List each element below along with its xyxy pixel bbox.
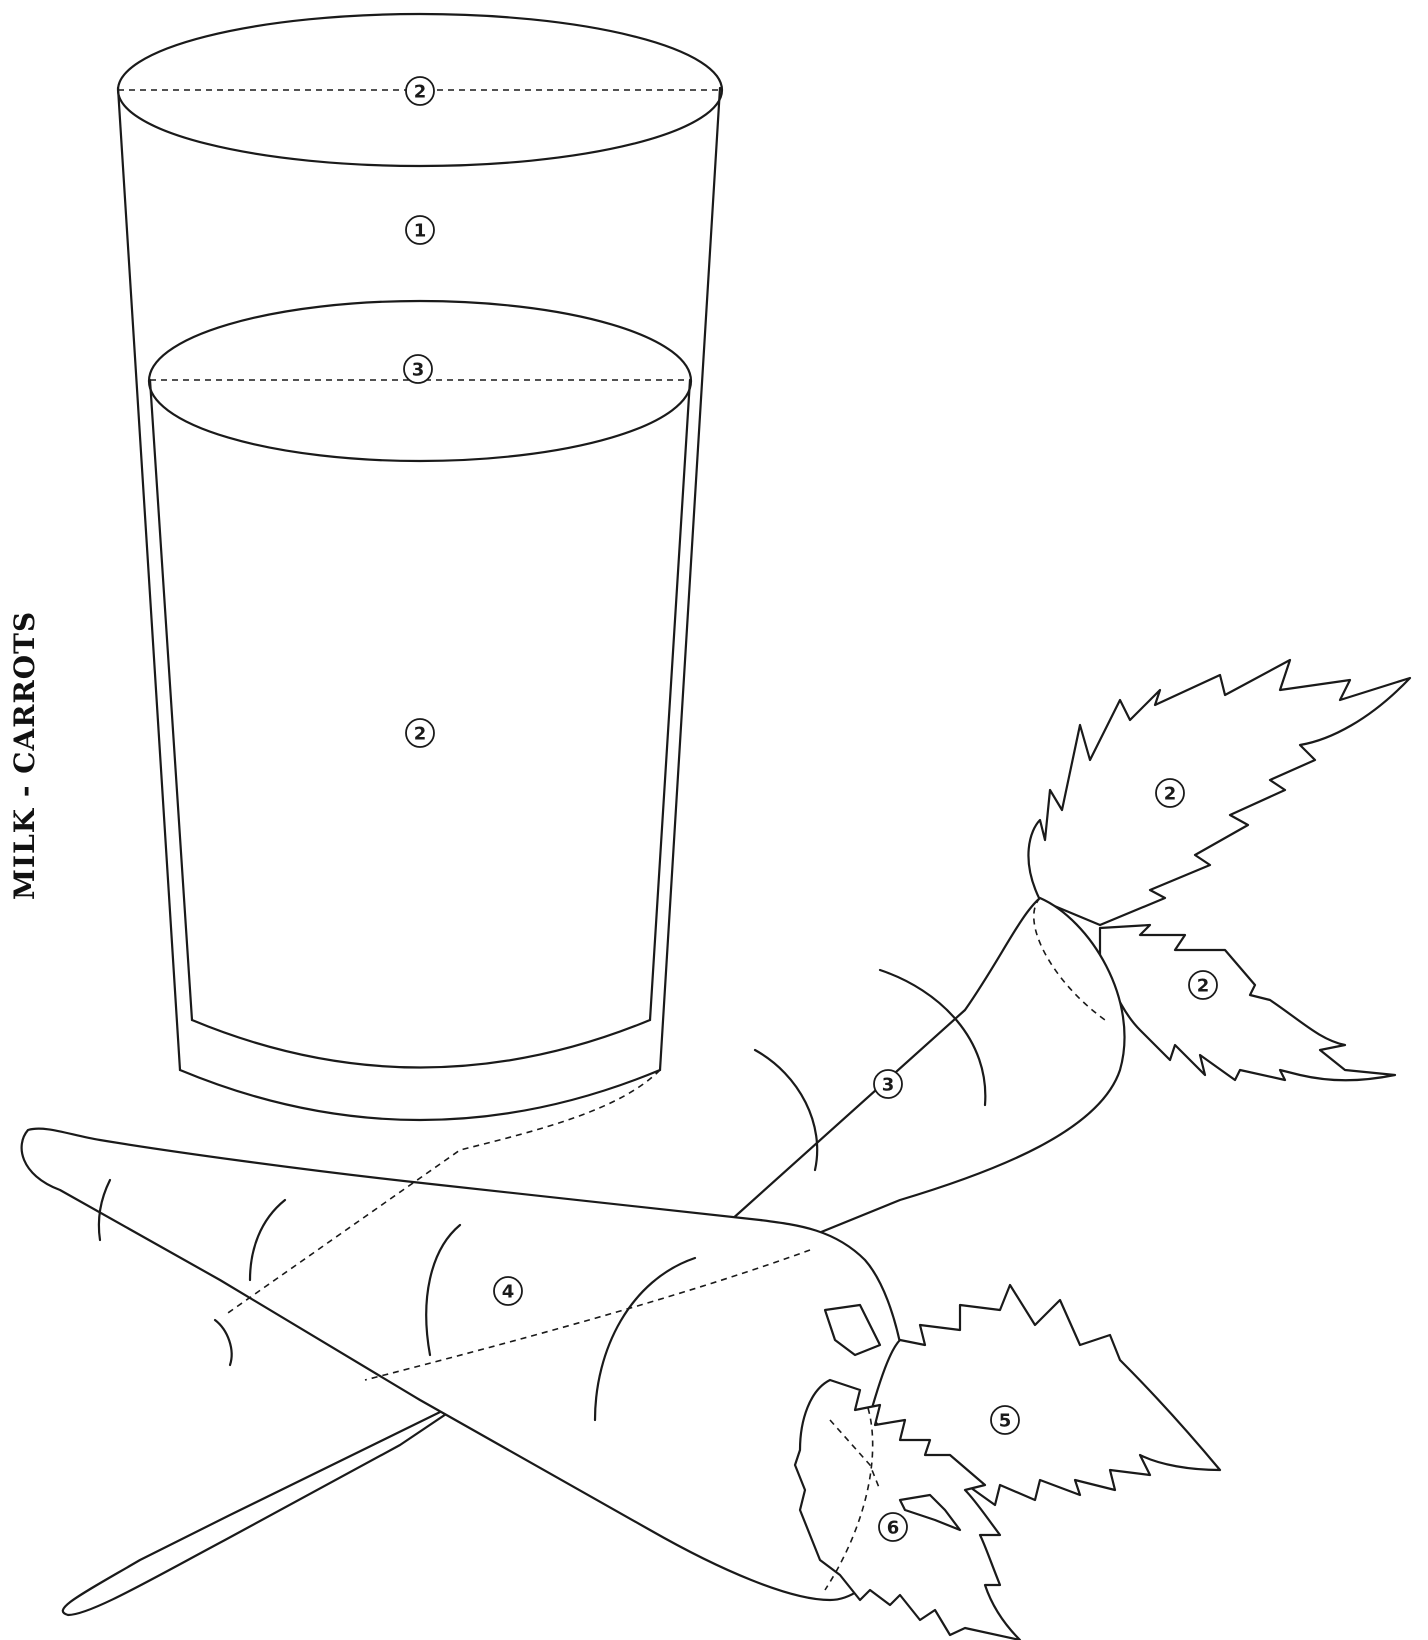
label-number: 2 <box>414 82 427 103</box>
label-carrot-one-body: 3 <box>874 1070 902 1098</box>
carrot-two <box>22 1129 1220 1640</box>
label-number: 2 <box>1164 784 1177 805</box>
label-glass-empty-area: 1 <box>406 216 434 244</box>
label-number: 1 <box>414 221 427 242</box>
label-milk-surface: 3 <box>404 355 432 383</box>
glass-of-milk <box>118 14 722 1120</box>
label-carrot-two-leaf-left: 6 <box>879 1513 907 1541</box>
glass-bottom-outer <box>180 1070 660 1120</box>
label-number: 3 <box>882 1075 895 1096</box>
label-number: 4 <box>502 1282 515 1303</box>
label-carrot-leaf-top: 2 <box>1156 779 1184 807</box>
label-carrot-two-body: 4 <box>494 1277 522 1305</box>
label-number: 5 <box>999 1411 1012 1432</box>
carrot-one-leaf-top <box>1028 660 1410 925</box>
milk-bottom <box>192 1020 650 1068</box>
glass-right-wall <box>660 88 720 1070</box>
label-number: 2 <box>1197 976 1210 997</box>
label-carrot-leaf-bottom: 2 <box>1189 971 1217 999</box>
carrot-one-leaf-bottom <box>1100 925 1395 1080</box>
label-milk-body: 2 <box>406 719 434 747</box>
label-number: 3 <box>412 360 425 381</box>
glass-left-wall <box>118 88 180 1070</box>
label-glass-rim: 2 <box>406 77 434 105</box>
label-number: 2 <box>414 724 427 745</box>
label-number: 6 <box>887 1518 900 1539</box>
carrot-one-ridge-3 <box>215 1320 232 1365</box>
label-carrot-two-leaf-right: 5 <box>991 1406 1019 1434</box>
